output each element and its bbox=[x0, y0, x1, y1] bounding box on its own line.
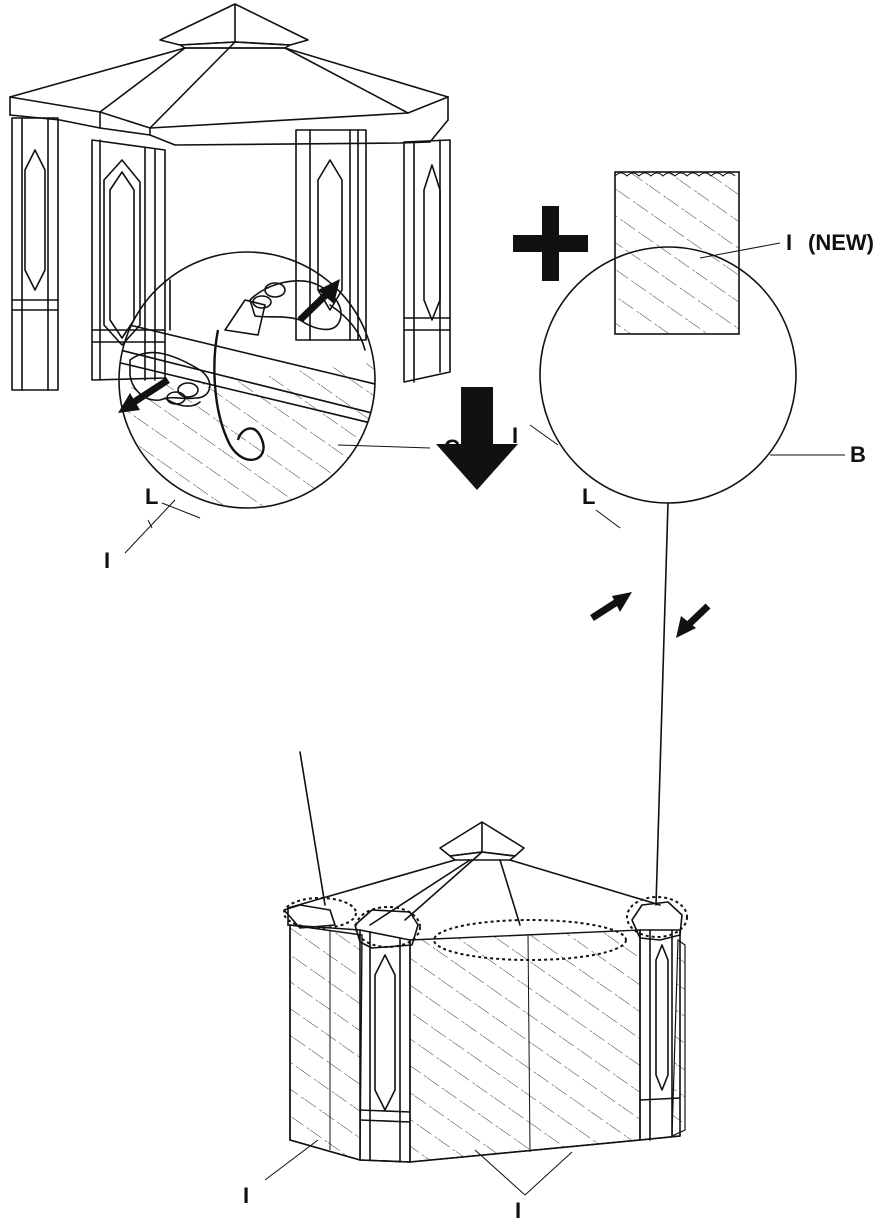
new-panel-label: I bbox=[786, 230, 792, 255]
gazebo-frame bbox=[9, 3, 451, 391]
pull-arrow-icon bbox=[297, 279, 340, 323]
new-panel-tag: (NEW) bbox=[808, 230, 874, 255]
panel-label-left-detail: I bbox=[104, 548, 110, 573]
hook-label-left: L bbox=[145, 484, 158, 509]
push-arrow-icon-right bbox=[676, 603, 711, 638]
hook-label-right: L bbox=[582, 484, 595, 509]
connector-line-left bbox=[299, 751, 326, 906]
detail-circle-left bbox=[118, 251, 431, 554]
panel-label-bottom-left: I bbox=[243, 1183, 249, 1208]
arrow-down-icon bbox=[436, 387, 518, 490]
gazebo-with-panels bbox=[264, 821, 688, 1196]
panel-label-bottom-center: I bbox=[515, 1198, 521, 1220]
push-arrow-icon bbox=[118, 377, 170, 413]
pull-arrow-icon-right bbox=[590, 592, 632, 621]
beam-label-right: B bbox=[850, 442, 866, 467]
beam-label-left: C bbox=[444, 435, 460, 460]
plus-icon bbox=[513, 206, 588, 281]
connector-line-right bbox=[655, 502, 669, 906]
new-side-panel bbox=[614, 171, 781, 335]
panel-label-right-detail: I bbox=[512, 423, 518, 448]
